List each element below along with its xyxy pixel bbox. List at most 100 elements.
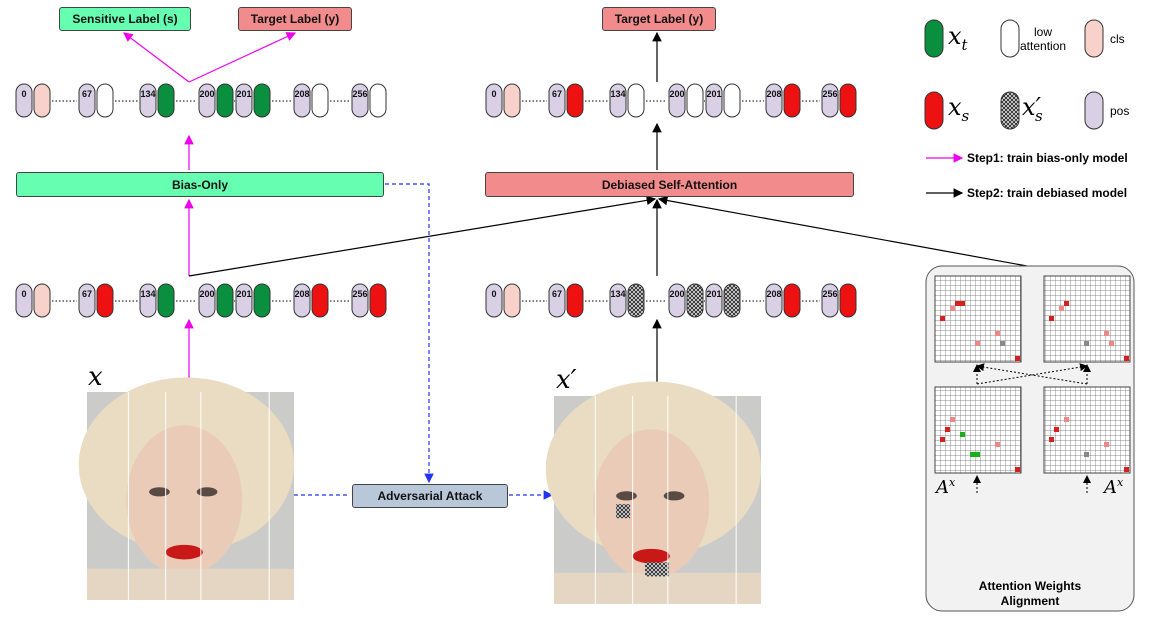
- token-number-n208: 208: [766, 89, 781, 99]
- token-number-n201: 201: [706, 89, 721, 99]
- attention-grid-bottom-right: [1043, 386, 1131, 474]
- token-number-n256: 256: [352, 89, 367, 99]
- align-arrow-cross-2: [976, 363, 1088, 385]
- pos-token: [668, 83, 686, 118]
- attention-cell: [945, 427, 950, 432]
- legend-low-swatch: [1000, 19, 1020, 58]
- face-skin: [126, 425, 243, 576]
- attention-cell: [1000, 341, 1005, 346]
- token-number-n208: 208: [294, 89, 309, 99]
- token-number-n0: 0: [491, 289, 496, 299]
- token-number-n201: 201: [236, 289, 251, 299]
- token-number-n256: 256: [352, 289, 367, 299]
- low-token: [369, 83, 387, 118]
- hatch-token: [686, 283, 704, 318]
- pos-token: [668, 283, 686, 318]
- token-number-n208: 208: [294, 289, 309, 299]
- token-number-n67: 67: [552, 89, 562, 99]
- hatch-token: [627, 283, 645, 318]
- xs-token: [783, 283, 801, 318]
- attention-cell: [940, 316, 945, 321]
- attention-cell: [995, 331, 1000, 336]
- cls-token: [503, 83, 521, 118]
- image-bottom: [87, 568, 294, 600]
- xs-token: [311, 283, 329, 318]
- attention-cell: [1104, 442, 1109, 447]
- arrow-alignment-to-debiased: [657, 195, 1028, 267]
- attention-cell: [1064, 417, 1069, 422]
- xs-token: [96, 283, 114, 318]
- pos-token: [78, 83, 96, 118]
- pos-token: [609, 283, 627, 318]
- attention-cell: [1104, 331, 1109, 336]
- hatch-token: [723, 283, 741, 318]
- token-number-n134: 134: [610, 289, 625, 299]
- pos-token: [548, 83, 566, 118]
- legend-xsp-swatch: [1000, 91, 1020, 130]
- low-token: [311, 83, 329, 118]
- attention-grid-frame: [1043, 275, 1131, 363]
- xs-token: [839, 83, 857, 118]
- token-number-n0: 0: [491, 89, 496, 99]
- pos-token: [485, 283, 503, 318]
- xs-token: [783, 83, 801, 118]
- arrow-biasonly-to-attack: [385, 183, 434, 484]
- low-token: [686, 83, 704, 118]
- adversarial-image-x-prime: [545, 381, 761, 604]
- xt-token: [253, 283, 271, 318]
- legend-xs-swatch: [924, 91, 944, 130]
- attention-cell: [1049, 437, 1054, 442]
- attention-cell: [995, 442, 1000, 447]
- attention-cell: [1124, 356, 1129, 361]
- token-number-n200: 200: [199, 289, 214, 299]
- token-number-n200: 200: [669, 289, 684, 299]
- attention-grid-top-left: [934, 275, 1022, 363]
- attention-cell: [970, 452, 975, 457]
- pos-token: [235, 83, 253, 118]
- tokens-right-mid: 0 67 134 200 201 208 256: [485, 283, 857, 318]
- cls-token: [33, 283, 51, 318]
- pos-token: [821, 83, 839, 118]
- attention-cell: [1015, 356, 1020, 361]
- token-number-n67: 67: [82, 289, 92, 299]
- pos-token: [293, 83, 311, 118]
- xs-token: [369, 283, 387, 318]
- xt-token: [216, 83, 234, 118]
- pos-token: [548, 283, 566, 318]
- token-number-n134: 134: [610, 89, 625, 99]
- cls-token: [33, 83, 51, 118]
- pos-token: [15, 83, 33, 118]
- token-number-n201: 201: [706, 289, 721, 299]
- attention-cell: [1124, 467, 1129, 472]
- attention-cell: [1049, 316, 1054, 321]
- pos-token: [765, 283, 783, 318]
- token-number-n134: 134: [140, 289, 155, 299]
- token-number-n208: 208: [766, 289, 781, 299]
- token-number-n200: 200: [199, 89, 214, 99]
- pos-token: [351, 283, 369, 318]
- attention-cell: [960, 301, 965, 306]
- cls-token: [503, 283, 521, 318]
- pos-token: [485, 83, 503, 118]
- token-number-n256: 256: [822, 289, 837, 299]
- attention-grid-top-right: [1043, 275, 1131, 363]
- xs-token: [839, 283, 857, 318]
- low-token: [627, 83, 645, 118]
- attention-cell: [1015, 467, 1020, 472]
- pos-token: [293, 283, 311, 318]
- pos-token: [139, 283, 157, 318]
- adversarial-patch: [616, 504, 631, 519]
- pos-token: [139, 83, 157, 118]
- image-bottom: [554, 572, 761, 604]
- pos-token: [198, 283, 216, 318]
- token-number-n67: 67: [552, 289, 562, 299]
- eye-left: [616, 491, 637, 501]
- xt-token: [216, 283, 234, 318]
- attention-cell: [1084, 452, 1089, 457]
- pos-token: [705, 283, 723, 318]
- pos-token: [765, 83, 783, 118]
- token-number-n201: 201: [236, 89, 251, 99]
- input-image-x: [78, 377, 294, 600]
- token-number-n0: 0: [21, 89, 26, 99]
